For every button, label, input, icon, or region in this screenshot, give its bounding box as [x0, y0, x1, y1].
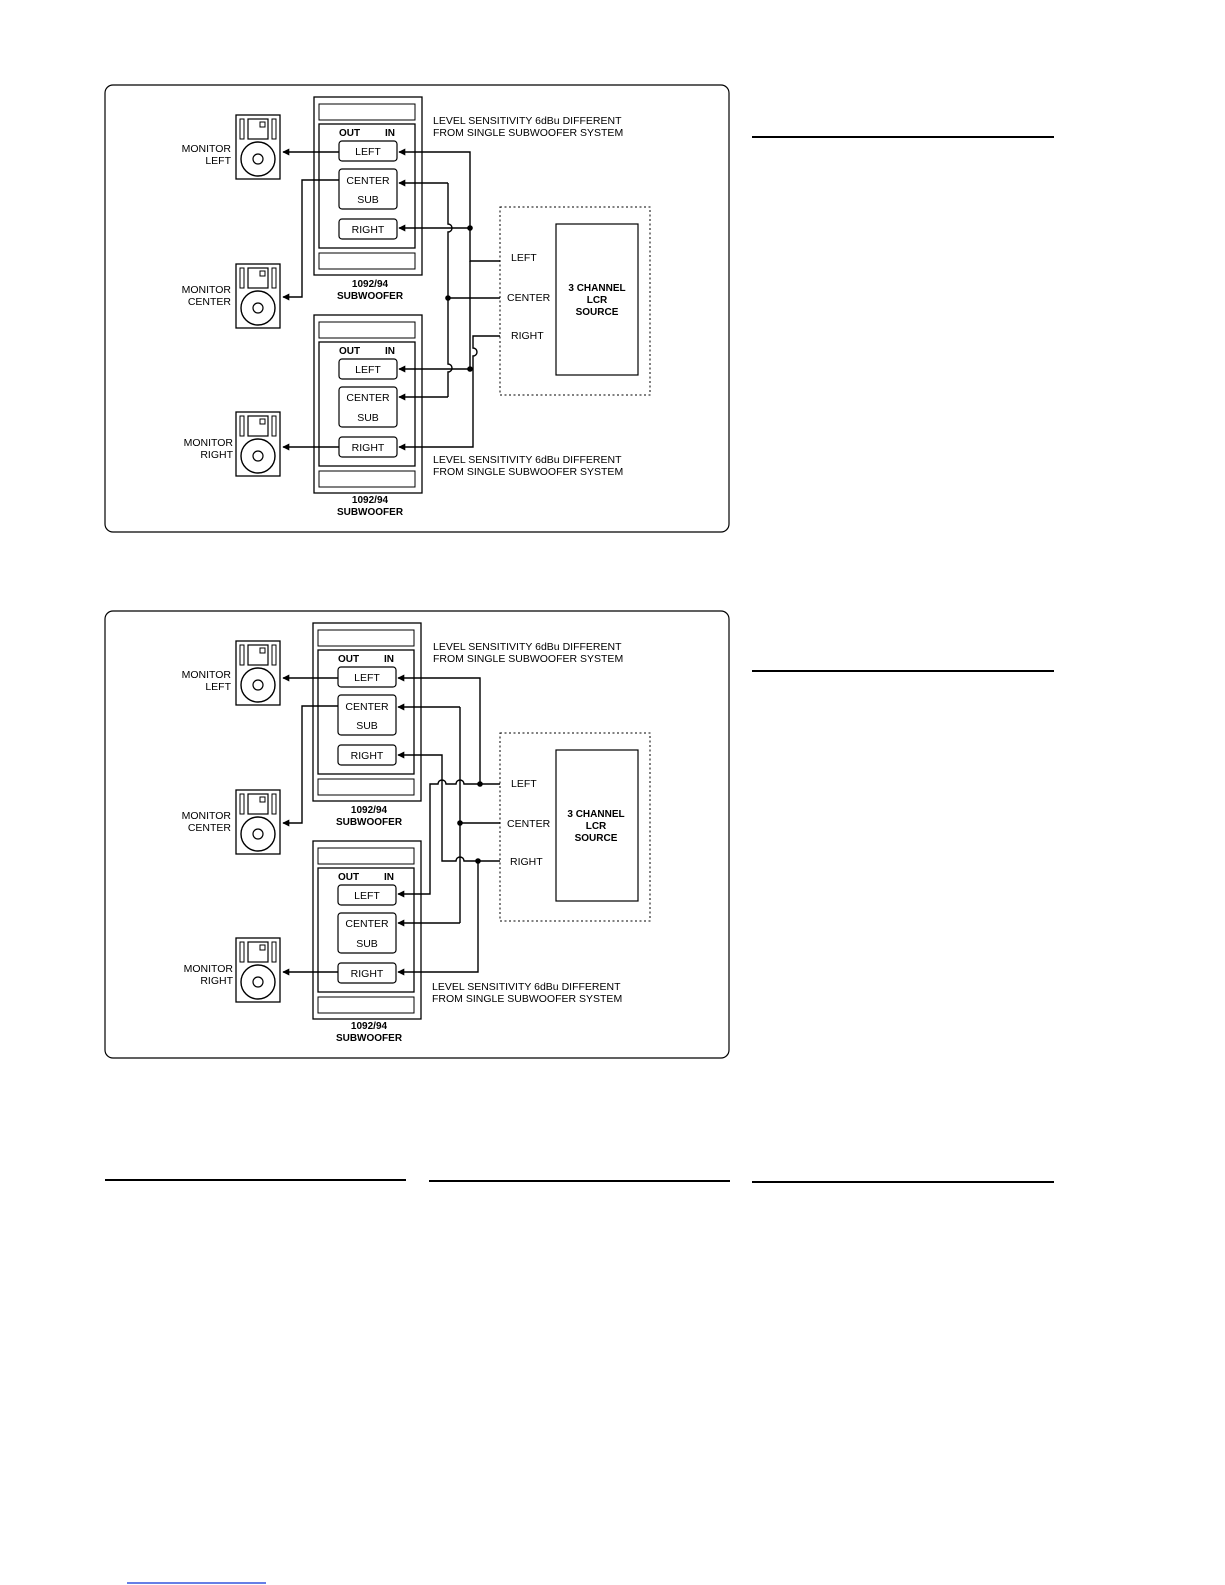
jack-right-label: RIGHT — [352, 442, 385, 454]
jack-center-label: CENTER — [345, 918, 389, 930]
subwoofer-model-label: 1092/94 — [352, 495, 389, 506]
in-label: IN — [384, 654, 394, 665]
diagram-1: MONITOR LEFT MONITOR CENTER MONITOR RIGH… — [104, 84, 730, 533]
source-label-3: SOURCE — [576, 307, 619, 318]
speaker-left-icon — [235, 640, 281, 706]
monitor-left-label-1: MONITOR — [182, 669, 232, 681]
subwoofer-model-label: 1092/94 — [352, 279, 389, 290]
source-label-2: LCR — [586, 821, 607, 832]
speaker-left-icon — [235, 114, 281, 180]
monitor-left-label-1: MONITOR — [182, 143, 232, 155]
speaker-right-icon — [235, 937, 281, 1003]
speaker-right-icon — [235, 411, 281, 477]
jack-center-label: CENTER — [346, 392, 390, 404]
out-label: OUT — [338, 654, 359, 665]
subwoofer-label: SUBWOOFER — [336, 1033, 403, 1044]
page-rules — [105, 136, 1054, 1584]
source-label-1: 3 CHANNEL — [567, 809, 624, 820]
out-label: OUT — [338, 872, 359, 883]
level-note-line-2: FROM SINGLE SUBWOOFER SYSTEM — [433, 127, 623, 139]
out-label: OUT — [339, 128, 360, 139]
level-note-line-1: LEVEL SENSITIVITY 6dBu DIFFERENT — [432, 981, 621, 993]
subwoofer-model-label: 1092/94 — [351, 1021, 388, 1032]
jack-sub-label: SUB — [357, 194, 379, 206]
source-box — [555, 749, 639, 902]
jack-right-label: RIGHT — [351, 968, 384, 980]
monitor-left-label-2: LEFT — [205, 681, 231, 693]
monitor-right-label-1: MONITOR — [184, 437, 234, 449]
in-label: IN — [385, 346, 395, 357]
source-left-label: LEFT — [511, 252, 537, 264]
source-left-label: LEFT — [511, 778, 537, 790]
jack-center-label: CENTER — [345, 701, 389, 713]
source-label-1: 3 CHANNEL — [568, 283, 625, 294]
level-note-line-1: LEVEL SENSITIVITY 6dBu DIFFERENT — [433, 454, 622, 466]
subwoofer-model-label: 1092/94 — [351, 805, 388, 816]
jack-left-label: LEFT — [355, 364, 381, 376]
subwoofer-unit-b — [313, 314, 423, 494]
out-label: OUT — [339, 346, 360, 357]
diagram-2-frame — [104, 610, 730, 1059]
jack-right-label: RIGHT — [351, 750, 384, 762]
jack-right-label: RIGHT — [352, 224, 385, 236]
subwoofer-label: SUBWOOFER — [337, 507, 404, 518]
monitor-left-label-2: LEFT — [205, 155, 231, 167]
source-dotted-frame — [499, 206, 651, 396]
monitor-center-label-2: CENTER — [188, 296, 232, 308]
subwoofer-label: SUBWOOFER — [337, 291, 404, 302]
diagram-2: MONITOR LEFT MONITOR CENTER MONITOR RIGH… — [104, 610, 730, 1059]
in-label: IN — [385, 128, 395, 139]
source-right-label: RIGHT — [510, 856, 543, 868]
source-center-label: CENTER — [507, 292, 551, 304]
level-note-line-2: FROM SINGLE SUBWOOFER SYSTEM — [433, 653, 623, 665]
monitor-center-label-1: MONITOR — [182, 810, 232, 822]
subwoofer-label: SUBWOOFER — [336, 817, 403, 828]
jack-left-label: LEFT — [354, 890, 380, 902]
wiring-2 — [282, 674, 500, 976]
source-center-label: CENTER — [507, 818, 551, 830]
jack-left-label: LEFT — [354, 672, 380, 684]
in-label: IN — [384, 872, 394, 883]
source-right-label: RIGHT — [511, 330, 544, 342]
speaker-center-icon — [235, 263, 281, 329]
source-label-2: LCR — [587, 295, 608, 306]
level-note-line-1: LEVEL SENSITIVITY 6dBu DIFFERENT — [433, 115, 622, 127]
monitor-center-label-2: CENTER — [188, 822, 232, 834]
jack-left-label: LEFT — [355, 146, 381, 158]
jack-center-label: CENTER — [346, 175, 390, 187]
monitor-right-label-2: RIGHT — [200, 975, 233, 987]
level-note-line-1: LEVEL SENSITIVITY 6dBu DIFFERENT — [433, 641, 622, 653]
jack-sub-label: SUB — [356, 938, 378, 950]
source-dotted-frame — [499, 732, 651, 922]
jack-sub-label: SUB — [356, 720, 378, 732]
monitor-right-label-2: RIGHT — [200, 449, 233, 461]
jack-sub-label: SUB — [357, 412, 379, 424]
speaker-center-icon — [235, 789, 281, 855]
monitor-right-label-1: MONITOR — [184, 963, 234, 975]
subwoofer-unit-b — [312, 840, 422, 1020]
level-note-line-2: FROM SINGLE SUBWOOFER SYSTEM — [432, 993, 622, 1005]
source-label-3: SOURCE — [575, 833, 618, 844]
level-note-line-2: FROM SINGLE SUBWOOFER SYSTEM — [433, 466, 623, 478]
monitor-center-label-1: MONITOR — [182, 284, 232, 296]
source-box — [555, 223, 639, 376]
wiring-1 — [282, 148, 500, 451]
diagram-1-frame — [104, 84, 730, 533]
